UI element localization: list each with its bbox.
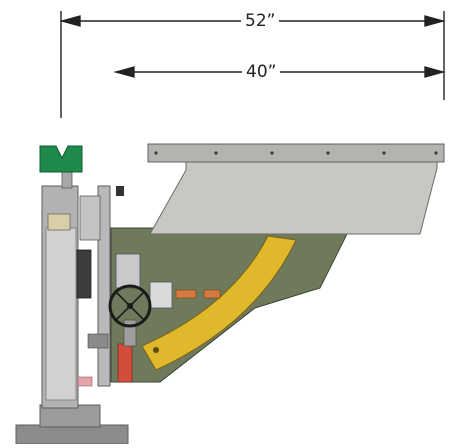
overall-dim-arrow-left	[59, 15, 81, 27]
top-cover	[147, 143, 445, 235]
mount-plate	[79, 185, 124, 387]
column	[41, 171, 93, 409]
base	[15, 404, 129, 445]
v-block-icon	[39, 145, 83, 173]
reach-width-label: 40”	[242, 62, 281, 82]
overall-width-label: 52”	[241, 11, 280, 31]
overall-dim-arrow-right	[424, 15, 446, 27]
arc-guide	[141, 235, 297, 371]
hand-wheel-icon	[108, 284, 152, 328]
reach-dim-arrow-left	[113, 66, 135, 78]
reach-dim-arrow-right	[424, 66, 446, 78]
top-rail	[147, 143, 445, 163]
